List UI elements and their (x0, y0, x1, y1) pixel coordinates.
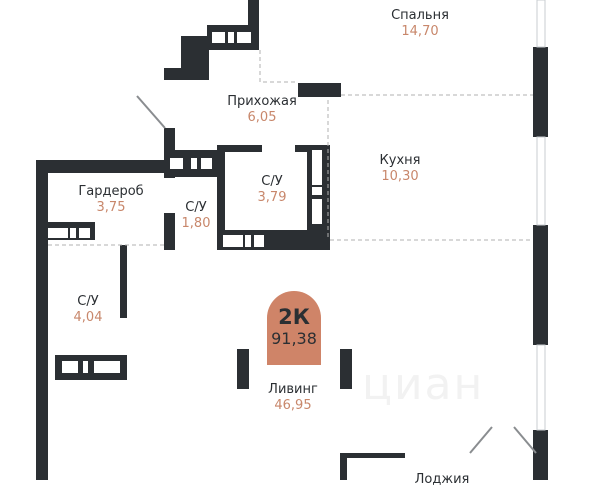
room-name: С/У (77, 294, 99, 309)
room-loggia: Лоджия (415, 472, 470, 488)
room-area: 3,79 (257, 190, 287, 205)
room-bathroom-1: С/У 1,80 (182, 200, 211, 232)
zone-dividers (48, 50, 533, 246)
room-name: Гардероб (78, 184, 144, 199)
apartment-type: 2К (278, 305, 310, 329)
room-wardrobe: Гардероб 3,75 (78, 184, 143, 216)
wall-openings (48, 32, 322, 373)
room-name: Спальня (391, 8, 449, 23)
room-name: Лоджия (414, 472, 470, 487)
room-name: Кухня (379, 153, 421, 168)
room-bathroom-2: С/У 3,79 (258, 174, 287, 206)
room-area: 1,80 (181, 216, 211, 231)
room-bedroom: Спальня 14,70 (391, 8, 449, 40)
room-name: Прихожая (227, 94, 297, 109)
room-area: 46,95 (274, 398, 312, 413)
door-swings (136, 95, 537, 454)
room-area: 4,04 (73, 310, 103, 325)
room-name: С/У (261, 174, 283, 189)
room-area: 14,70 (401, 24, 439, 39)
apartment-total-area: 91,38 (271, 329, 317, 348)
room-name: С/У (185, 200, 207, 215)
room-kitchen: Кухня 10,30 (380, 153, 421, 185)
watermark: циан (362, 359, 485, 410)
room-name: Ливинг (268, 382, 318, 397)
room-hallway: Прихожая 6,05 (227, 94, 297, 126)
room-area: 6,05 (247, 110, 277, 125)
room-area: 3,75 (96, 200, 126, 215)
room-living: Ливинг 46,95 (268, 382, 318, 414)
room-area: 10,30 (381, 169, 419, 184)
windows (536, 0, 546, 431)
apartment-badge: 2К 91,38 (267, 291, 321, 365)
room-bathroom-3: С/У 4,04 (74, 294, 103, 326)
